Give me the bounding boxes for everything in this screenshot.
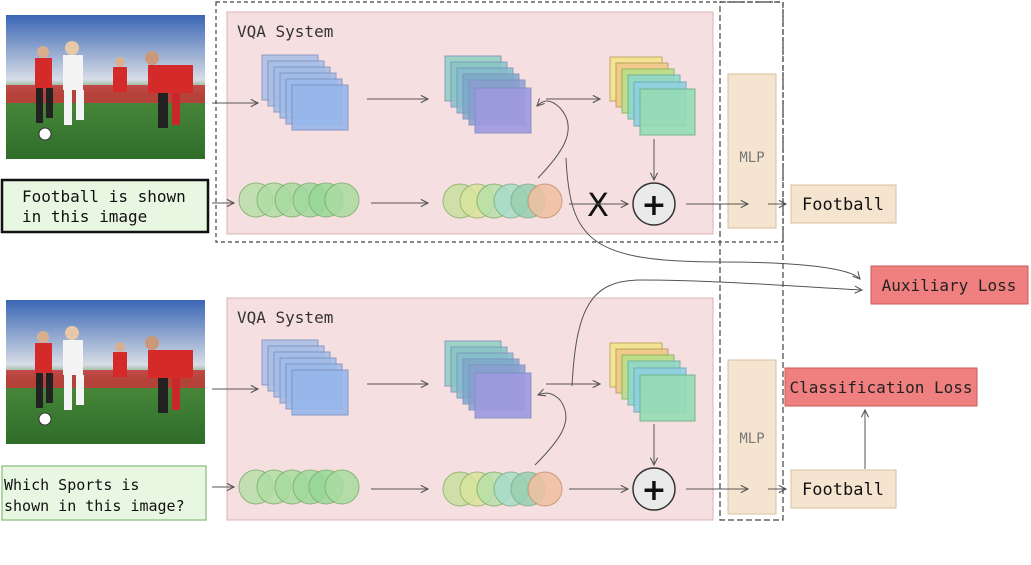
fused-feature-stack-bottom bbox=[444, 340, 532, 419]
mlp-dashed-column bbox=[719, 1, 784, 521]
blocked-connection-mark: X bbox=[587, 186, 609, 224]
plus-fusion-bottom: + bbox=[632, 467, 676, 511]
classification-loss-box: Classification Loss bbox=[784, 367, 978, 407]
mlp-label-top: MLP bbox=[739, 150, 764, 166]
text-embedding-circles-top bbox=[238, 182, 360, 218]
vqa-system-label-top: VQA System bbox=[237, 22, 333, 41]
plus-symbol-top: + bbox=[641, 188, 666, 223]
plus-symbol-bottom: + bbox=[641, 473, 666, 508]
fused-circles-bottom bbox=[442, 471, 563, 507]
output-label-top: Football bbox=[802, 195, 884, 215]
attended-feature-stack-bottom bbox=[609, 342, 696, 422]
caption-line-2: in this image bbox=[22, 207, 147, 226]
output-label-bottom: Football bbox=[802, 480, 884, 500]
attended-feature-stack-top bbox=[609, 56, 696, 136]
question-line-2: shown in this image? bbox=[4, 497, 185, 515]
plus-fusion-top: + bbox=[632, 182, 676, 226]
football-photo-top bbox=[6, 15, 205, 159]
football-photo-bottom bbox=[6, 300, 205, 444]
fused-feature-stack-top bbox=[444, 55, 532, 134]
image-feature-stack-top bbox=[261, 54, 349, 131]
output-answer-bottom: Football bbox=[790, 469, 897, 509]
question-line-1: Which Sports is bbox=[4, 476, 139, 494]
arrows-bottom bbox=[212, 279, 865, 489]
vqa-system-label-bottom: VQA System bbox=[237, 308, 333, 327]
mlp-label-bottom: MLP bbox=[739, 431, 764, 447]
caption-line-1: Football is shown bbox=[22, 187, 186, 206]
question-text-box: Which Sports is shown in this image? bbox=[1, 465, 207, 521]
classification-loss-label: Classification Loss bbox=[789, 378, 972, 397]
mlp-block-top: MLP bbox=[727, 73, 777, 229]
auxiliary-loss-label: Auxiliary Loss bbox=[882, 276, 1017, 295]
text-embedding-circles-bottom bbox=[238, 469, 360, 505]
auxiliary-loss-box: Auxiliary Loss bbox=[870, 265, 1029, 305]
arrows-top bbox=[212, 99, 860, 279]
output-answer-top: Football bbox=[790, 184, 897, 224]
mlp-block-bottom: MLP bbox=[727, 359, 777, 515]
fused-circles-top bbox=[442, 183, 563, 219]
answer-caption-box: Football is shown in this image bbox=[0, 178, 210, 234]
image-feature-stack-bottom bbox=[261, 339, 349, 416]
